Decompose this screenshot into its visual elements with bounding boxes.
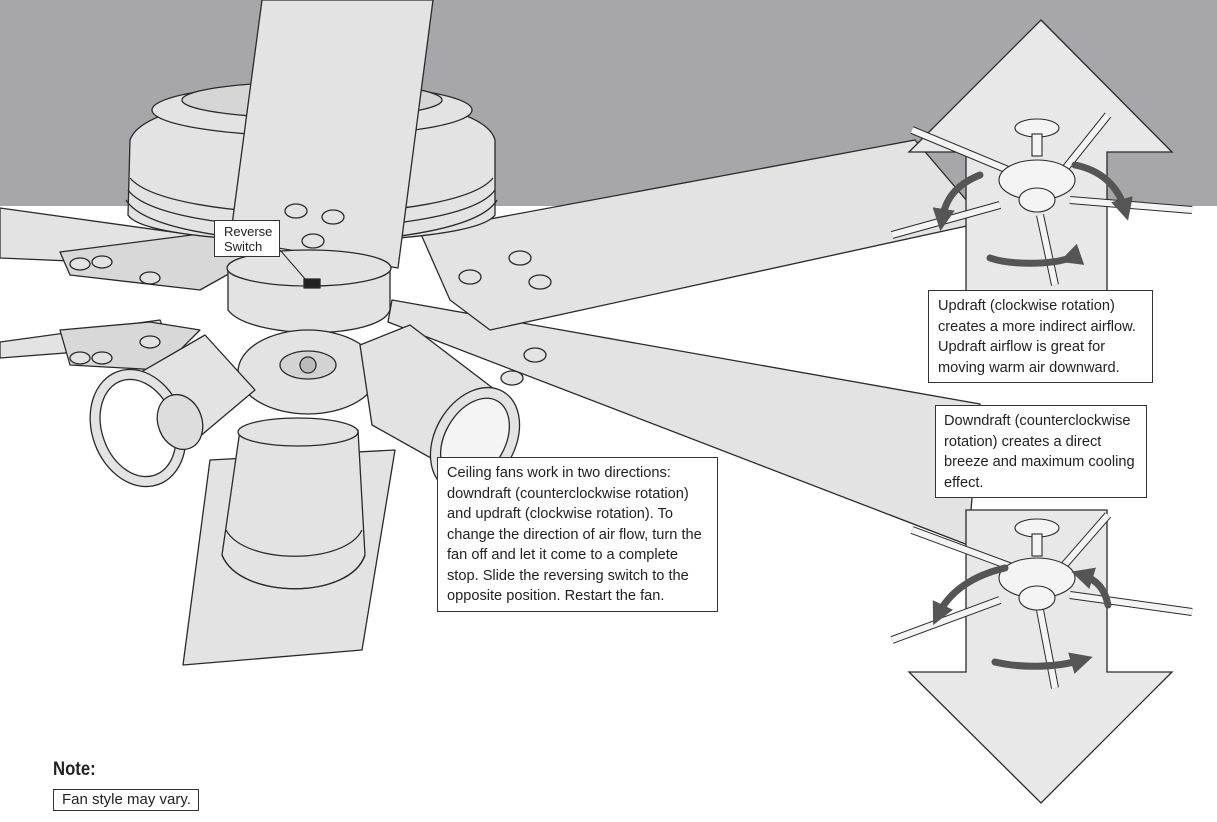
down-arrow-icon <box>890 509 1193 804</box>
downdraft-text: Downdraft (counterclockwise rotation) cr… <box>944 413 1135 491</box>
light-shade-left <box>89 334 256 488</box>
rotation-arrow-icon <box>932 564 1112 674</box>
note-text: Fan style may vary. <box>53 789 199 811</box>
light-shade-center <box>221 417 366 590</box>
note-heading: Note: <box>53 759 96 780</box>
reverse-switch[interactable] <box>303 278 321 289</box>
updraft-text: Updraft (clockwise rotation) creates a m… <box>938 298 1136 376</box>
downdraft-callout: Downdraft (counterclockwise rotation) cr… <box>935 405 1147 498</box>
reverse-switch-label-text: Reverse Switch <box>224 224 273 254</box>
fan-blade-right-upper <box>419 139 986 331</box>
rotation-arrow-icon <box>932 161 1133 267</box>
updraft-callout: Updraft (clockwise rotation) creates a m… <box>928 290 1153 383</box>
reverse-switch-label: Reverse Switch <box>214 220 280 257</box>
direction-instructions-text: Ceiling fans work in two directions: dow… <box>447 465 702 604</box>
fan-blade-top <box>229 0 434 269</box>
main-fan <box>0 0 986 666</box>
up-arrow-icon <box>890 19 1193 293</box>
direction-instructions-callout: Ceiling fans work in two directions: dow… <box>437 457 718 612</box>
